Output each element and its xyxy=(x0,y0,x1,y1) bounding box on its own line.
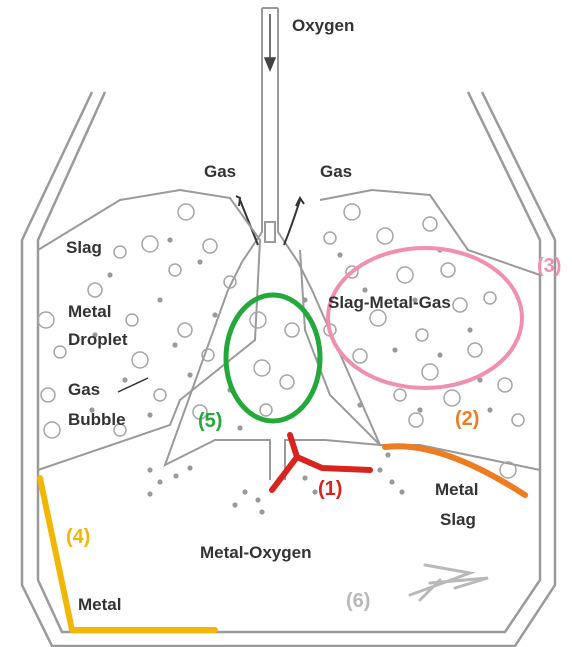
gas-bubble-18 xyxy=(250,312,266,328)
metal-droplet-35 xyxy=(302,475,307,480)
mark-6-arrows xyxy=(410,565,488,600)
gas-bubble-24 xyxy=(324,232,336,244)
label-slag-metal-gas: Slag-Metal-Gas xyxy=(328,293,451,313)
label-metal: Metal xyxy=(78,595,121,615)
metal-droplet-2 xyxy=(107,272,112,277)
gas-bubble-26 xyxy=(423,217,437,231)
marker-1: (1) xyxy=(318,478,342,501)
metal-droplet-40 xyxy=(385,452,390,457)
mark-4-line xyxy=(40,478,215,630)
metal-droplet-39 xyxy=(399,489,404,494)
marker-5: (5) xyxy=(198,410,222,433)
gas-bubble-15 xyxy=(44,422,60,438)
gas-bubble-28 xyxy=(397,267,413,283)
gas-bubble-40 xyxy=(512,414,524,426)
gas-bubble-37 xyxy=(394,389,406,401)
gas-bubble-0 xyxy=(178,204,194,220)
gas-bubble-10 xyxy=(54,346,66,358)
marker-6: (6) xyxy=(346,590,370,613)
gas-bubble-22 xyxy=(260,404,272,416)
marker-3: (3) xyxy=(537,255,561,278)
gas-bubble-11 xyxy=(132,352,148,368)
gas-bubble-20 xyxy=(254,360,270,376)
gas-bubble-9 xyxy=(178,323,192,337)
metal-droplet-28 xyxy=(173,473,178,478)
label-metal-droplet-2: Droplet xyxy=(68,330,128,350)
metal-droplet-3 xyxy=(157,297,162,302)
metal-droplet-21 xyxy=(417,407,422,412)
metal-droplet-36 xyxy=(312,489,317,494)
gas-bubble-34 xyxy=(353,349,367,363)
gas-bubble-8 xyxy=(126,314,138,326)
label-metal-oxygen: Metal-Oxygen xyxy=(200,543,311,563)
oxygen-flow-arrow xyxy=(265,14,275,70)
marker-2: (2) xyxy=(455,408,479,431)
metal-droplet-1 xyxy=(197,259,202,264)
metal-droplet-20 xyxy=(357,402,362,407)
metal-droplet-34 xyxy=(259,509,264,514)
gas-bubble-19 xyxy=(285,323,299,337)
metal-droplet-27 xyxy=(157,479,162,484)
metal-droplet-37 xyxy=(377,467,382,472)
metal-droplet-29 xyxy=(147,491,152,496)
metal-droplet-33 xyxy=(232,502,237,507)
metal-droplet-10 xyxy=(147,412,152,417)
gas-bubble-2 xyxy=(142,236,158,252)
gas-bubble-3 xyxy=(203,239,217,253)
metal-droplet-13 xyxy=(362,287,367,292)
gas-bubble-1 xyxy=(114,246,126,258)
gas-bubble-7 xyxy=(38,312,54,328)
mark-3-ellipse xyxy=(328,248,522,388)
gas-bubble-29 xyxy=(441,263,455,277)
gas-bubble-5 xyxy=(169,264,181,276)
metal-droplet-0 xyxy=(167,237,172,242)
metal-droplet-6 xyxy=(172,342,177,347)
gas-bubble-33 xyxy=(484,292,496,304)
metal-droplet-38 xyxy=(389,479,394,484)
metal-droplet-12 xyxy=(337,252,342,257)
mark-5-ellipse xyxy=(226,295,320,421)
metal-droplet-7 xyxy=(122,377,127,382)
gas-bubble-39 xyxy=(498,378,512,392)
gas-bubble-36 xyxy=(468,343,482,357)
metal-droplet-8 xyxy=(187,372,192,377)
metal-droplet-25 xyxy=(237,425,242,430)
label-gas-left: Gas xyxy=(204,162,236,182)
gas-bubble-38 xyxy=(444,390,460,406)
label-metal-slag-2: Slag xyxy=(440,510,476,530)
gas-bubble-41 xyxy=(500,462,516,478)
marker-4: (4) xyxy=(66,526,90,549)
label-metal-droplet-1: Metal xyxy=(68,302,111,322)
gas-bubble-13 xyxy=(41,388,55,402)
label-slag: Slag xyxy=(66,238,102,258)
metal-droplet-18 xyxy=(437,352,442,357)
metal-droplet-32 xyxy=(255,497,260,502)
label-oxygen: Oxygen xyxy=(292,16,354,36)
label-gas-right: Gas xyxy=(320,162,352,182)
gas-bubble-25 xyxy=(377,228,393,244)
gas-bubble-42 xyxy=(409,413,423,427)
label-gas-bubble-1: Gas xyxy=(68,380,100,400)
gas-bubble-23 xyxy=(344,204,360,220)
gas-bubble-35 xyxy=(422,364,438,380)
gas-bubble-4 xyxy=(88,283,102,297)
metal-droplet-26 xyxy=(147,467,152,472)
metal-droplet-16 xyxy=(467,327,472,332)
label-metal-slag-1: Metal xyxy=(435,480,478,500)
metal-droplet-5 xyxy=(212,312,217,317)
gas-bubble-14 xyxy=(154,389,166,401)
metal-droplet-17 xyxy=(392,347,397,352)
metal-droplet-22 xyxy=(487,407,492,412)
gas-bubble-31 xyxy=(416,329,428,341)
gas-bubble-32 xyxy=(453,298,467,312)
gas-bubble-21 xyxy=(280,375,294,389)
vessel-outline xyxy=(22,92,555,646)
label-gas-bubble-2: Bubble xyxy=(68,410,126,430)
metal-droplet-31 xyxy=(242,489,247,494)
metal-droplet-30 xyxy=(187,465,192,470)
metal-droplet-23 xyxy=(302,297,307,302)
